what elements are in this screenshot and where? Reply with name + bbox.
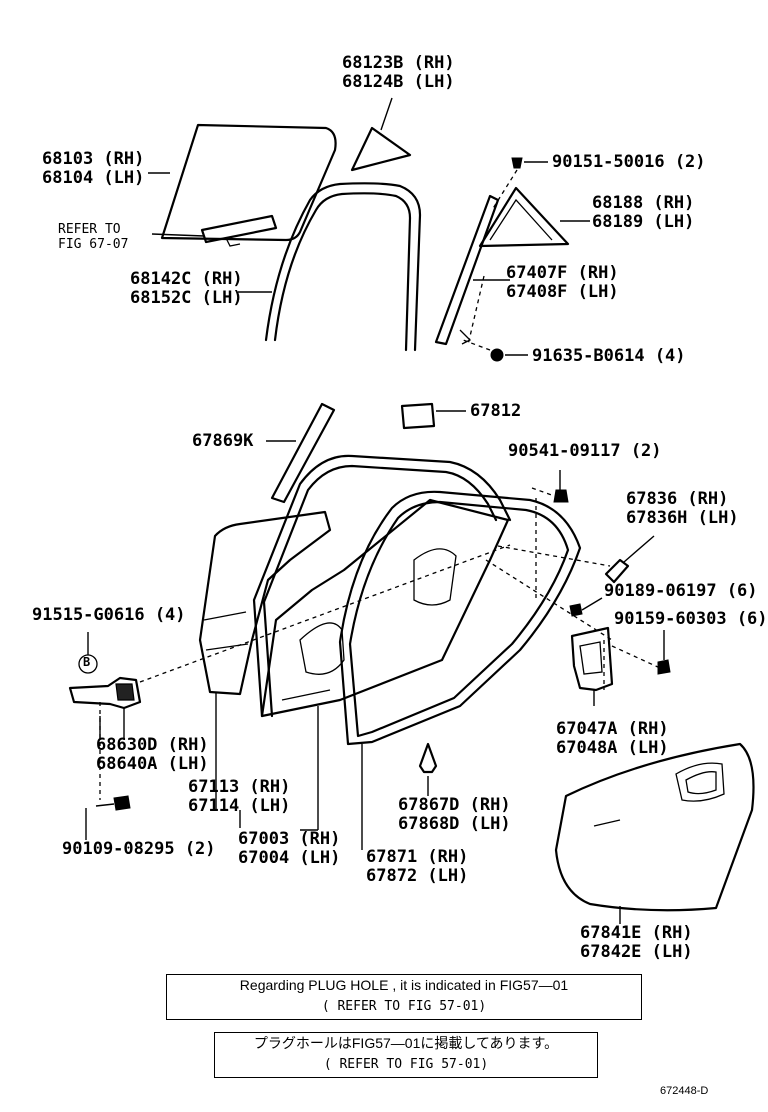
- label-line: 67407F (RH): [506, 263, 619, 283]
- note-line: Regarding PLUG HOLE , it is indicated in…: [239, 977, 569, 993]
- label-run-channel: 68142C (RH) 68152C (LH): [130, 270, 243, 308]
- rear-vent-glass: [350, 126, 412, 172]
- label-circle-b: B: [83, 655, 91, 669]
- door-trim-panel: [554, 742, 755, 912]
- label-line: 67842E (LH): [580, 942, 693, 962]
- label-line: 67047A (RH): [556, 719, 669, 739]
- label-line: 68152C (LH): [130, 288, 243, 308]
- label-line: 68630D (RH): [96, 735, 209, 755]
- label-line: 67871 (RH): [366, 847, 469, 867]
- label-line: 68103 (RH): [42, 149, 145, 169]
- label-line: 67836 (RH): [626, 489, 729, 509]
- label-door-glass: 68103 (RH) 68104 (LH): [42, 150, 144, 188]
- clip-67867d: [418, 742, 438, 774]
- door-inner-panel: [260, 498, 510, 718]
- label-clip-90541: 90541-09117 (2): [508, 441, 662, 461]
- clip-90189: [569, 603, 583, 617]
- label-line: 67004 (LH): [238, 848, 341, 868]
- door-check: [570, 626, 614, 692]
- door-outer-panel: [198, 510, 332, 696]
- note-line: ( REFER TO FIG 57-01): [321, 999, 487, 1014]
- label-line: 67408F (LH): [506, 282, 619, 302]
- handle-bezel: [604, 558, 630, 584]
- label-door-check: 67047A (RH) 67048A (LH): [556, 720, 669, 758]
- label-door-frame: 67003 (RH) 67004 (LH): [238, 830, 340, 868]
- label-door-hinge: 68630D (RH) 68640A (LH): [96, 736, 209, 774]
- label-division-bar: 67407F (RH) 67408F (LH): [506, 264, 619, 302]
- label-door-trim-panel: 67841E (RH) 67842E (LH): [580, 924, 693, 962]
- door-weatherstrip: [338, 490, 582, 746]
- run-channel-inner: [273, 192, 412, 352]
- label-handle-bezel: 67836 (RH) 67836H (LH): [626, 490, 739, 528]
- label-quarter-glass: 68188 (RH) 68189 (LH): [592, 194, 694, 232]
- label-line: 67113 (RH): [188, 777, 291, 797]
- figure-code: 672448-D: [660, 1085, 709, 1097]
- bolt-90109: [113, 795, 131, 811]
- note-plug-hole-english: Regarding PLUG HOLE , it is indicated in…: [166, 974, 642, 1020]
- label-bolt-91515: 91515-G0616 (4): [32, 605, 186, 625]
- label-line: 68640A (LH): [96, 754, 209, 774]
- label-line: 67841E (RH): [580, 923, 693, 943]
- label-bolt-91635: 91635-B0614 (4): [532, 346, 686, 366]
- label-line: 68189 (LH): [592, 212, 695, 232]
- label-clip-67867d: 67867D (RH) 67868D (LH): [398, 796, 511, 834]
- label-screw-90159: 90159-60303 (6): [614, 609, 768, 629]
- label-line: REFER TO: [58, 222, 121, 237]
- plug-hole-cover: [400, 402, 436, 430]
- clip-90541: [553, 489, 569, 503]
- note-line: ( REFER TO FIG 57-01): [323, 1057, 489, 1072]
- label-line: 67872 (LH): [366, 866, 469, 886]
- label-clip-90189: 90189-06197 (6): [604, 581, 758, 601]
- door-hinge: [68, 676, 142, 710]
- label-bolt-90109: 90109-08295 (2): [62, 839, 216, 859]
- label-plug-hole-cover: 67812: [470, 401, 522, 421]
- label-seal-strip: 67869K: [192, 431, 254, 451]
- division-bar: [434, 194, 500, 346]
- label-line: 67048A (LH): [556, 738, 669, 758]
- note-plug-hole-japanese: プラグホールはFIG57—01に掲載してあります。 ( REFER TO FIG…: [214, 1032, 598, 1078]
- label-line: 67836H (LH): [626, 508, 739, 528]
- label-line: 67114 (LH): [188, 796, 291, 816]
- label-line: 67868D (LH): [398, 814, 511, 834]
- label-refer-fig: REFER TO FIG 67-07: [58, 222, 128, 252]
- note-line: プラグホールはFIG57—01に掲載してあります。: [253, 1035, 559, 1051]
- label-line: 68142C (RH): [130, 269, 243, 289]
- label-door-weatherstrip: 67871 (RH) 67872 (LH): [366, 848, 468, 886]
- label-line: FIG 67-07: [58, 237, 129, 252]
- label-line: 68124B (LH): [342, 72, 455, 92]
- label-line: 68123B (RH): [342, 53, 455, 73]
- screw-90151: [511, 157, 523, 169]
- label-door-outer-panel: 67113 (RH) 67114 (LH): [188, 778, 290, 816]
- glass-channel: [200, 214, 278, 244]
- label-line: 67003 (RH): [238, 829, 341, 849]
- label-line: 68188 (RH): [592, 193, 695, 213]
- bolt-91635: [490, 348, 504, 362]
- door-frame: [252, 454, 512, 718]
- seal-strip: [270, 402, 336, 504]
- label-line: 68104 (LH): [42, 168, 145, 188]
- label-line: 67867D (RH): [398, 795, 511, 815]
- label-screw-90151: 90151-50016 (2): [552, 152, 706, 172]
- quarter-glass: [478, 186, 570, 248]
- screw-90159: [657, 659, 671, 675]
- label-rear-vent-glass: 68123B (RH) 68124B (LH): [342, 54, 455, 92]
- run-channel: [264, 182, 422, 352]
